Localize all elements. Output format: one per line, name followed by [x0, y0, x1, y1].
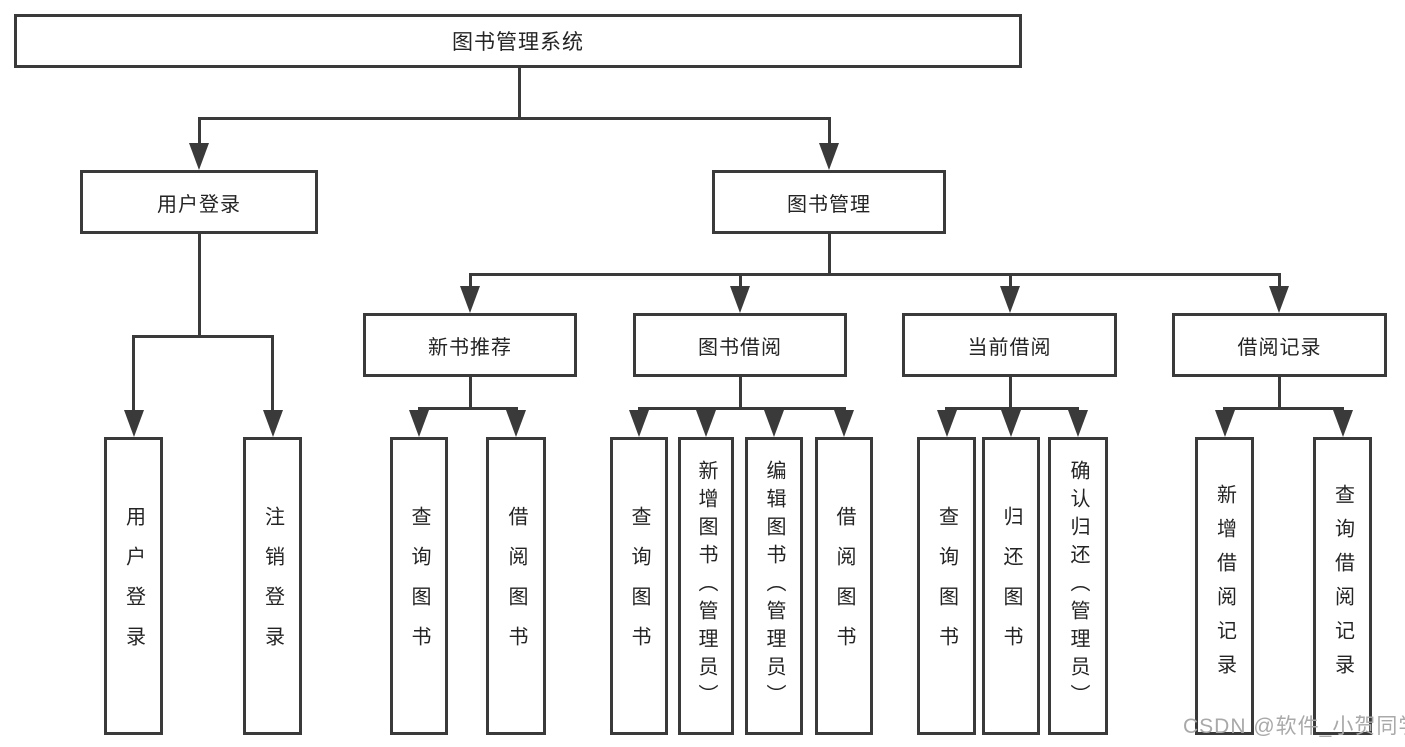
arrowhead-icon: [936, 410, 957, 437]
connector-line: [772, 407, 776, 412]
connector-line: [1277, 375, 1281, 410]
leaf-query-books-current: 查询图书: [917, 437, 976, 735]
connector-line: [945, 407, 948, 412]
node-book-management: 图书管理: [712, 170, 946, 234]
node-library-management-system: 图书管理系统: [14, 14, 1022, 68]
connector-line: [637, 407, 846, 410]
connector-line: [637, 407, 641, 412]
connector-line: [1277, 273, 1281, 288]
connector-line: [738, 273, 742, 288]
node-book-borrowing: 图书借阅: [633, 313, 847, 377]
leaf-query-books-borrowing: 查询图书: [610, 437, 668, 735]
arrowhead-icon: [629, 410, 649, 437]
arrowhead-icon: [506, 410, 526, 437]
leaf-logout: 注销登录: [243, 437, 302, 735]
connector-line: [517, 68, 521, 120]
arrowhead-icon: [1269, 286, 1289, 313]
connector-line: [827, 117, 831, 145]
arrowhead-icon: [730, 286, 750, 313]
connector-line: [1009, 407, 1013, 412]
arrowhead-icon: [1001, 410, 1021, 437]
arrowhead-icon: [1000, 286, 1020, 313]
connector-line: [132, 335, 274, 338]
connector-line: [514, 407, 518, 412]
leaf-borrow-books-borrowing: 借阅图书: [815, 437, 873, 735]
connector-line: [827, 232, 831, 276]
arrowhead-icon: [696, 410, 716, 437]
node-user-login: 用户登录: [80, 170, 318, 234]
arrowhead-icon: [834, 410, 854, 437]
connector-line: [1223, 407, 1226, 412]
node-borrowing-records: 借阅记录: [1172, 313, 1387, 377]
connector-line: [197, 117, 831, 120]
arrowhead-icon: [819, 143, 839, 170]
leaf-query-borrow-record: 查询借阅记录: [1313, 437, 1372, 735]
arrowhead-icon: [764, 410, 784, 437]
connector-line: [468, 375, 472, 410]
leaf-query-books-newbooks: 查询图书: [390, 437, 448, 735]
connector-line: [197, 232, 201, 338]
arrowhead-icon: [409, 410, 429, 437]
connector-line: [468, 273, 1281, 276]
node-new-book-recommend: 新书推荐: [363, 313, 577, 377]
arrowhead-icon: [123, 410, 144, 437]
arrowhead-icon: [1214, 410, 1235, 437]
leaf-add-book-admin: 新增图书（管理员）: [678, 437, 734, 735]
connector-line: [842, 407, 846, 412]
connector-line: [738, 375, 742, 410]
arrowhead-icon: [460, 286, 480, 313]
connector-line: [1008, 375, 1012, 410]
leaf-add-borrow-record: 新增借阅记录: [1195, 437, 1254, 735]
leaf-borrow-books-newbooks: 借阅图书: [486, 437, 546, 735]
connector-line: [132, 335, 135, 412]
arrowhead-icon: [262, 410, 283, 437]
arrowhead-icon: [1332, 410, 1353, 437]
leaf-edit-book-admin: 编辑图书（管理员）: [745, 437, 803, 735]
connector-line: [704, 407, 708, 412]
arrowhead-icon: [1067, 410, 1088, 437]
leaf-return-book: 归还图书: [982, 437, 1040, 735]
watermark: CSDN @软件_小贺同学: [1183, 715, 1405, 738]
leaf-confirm-return-admin: 确认归还（管理员）: [1048, 437, 1108, 735]
connector-line: [1223, 407, 1344, 410]
arrowhead-icon: [189, 143, 209, 170]
connector-line: [417, 407, 421, 412]
connector-line: [1341, 407, 1344, 412]
connector-line: [197, 117, 201, 145]
connector-line: [417, 407, 518, 410]
connector-line: [271, 335, 274, 412]
connector-line: [1076, 407, 1079, 412]
connector-line: [468, 273, 472, 288]
node-current-borrowing: 当前借阅: [902, 313, 1117, 377]
leaf-user-login: 用户登录: [104, 437, 163, 735]
connector-line: [1008, 273, 1012, 288]
